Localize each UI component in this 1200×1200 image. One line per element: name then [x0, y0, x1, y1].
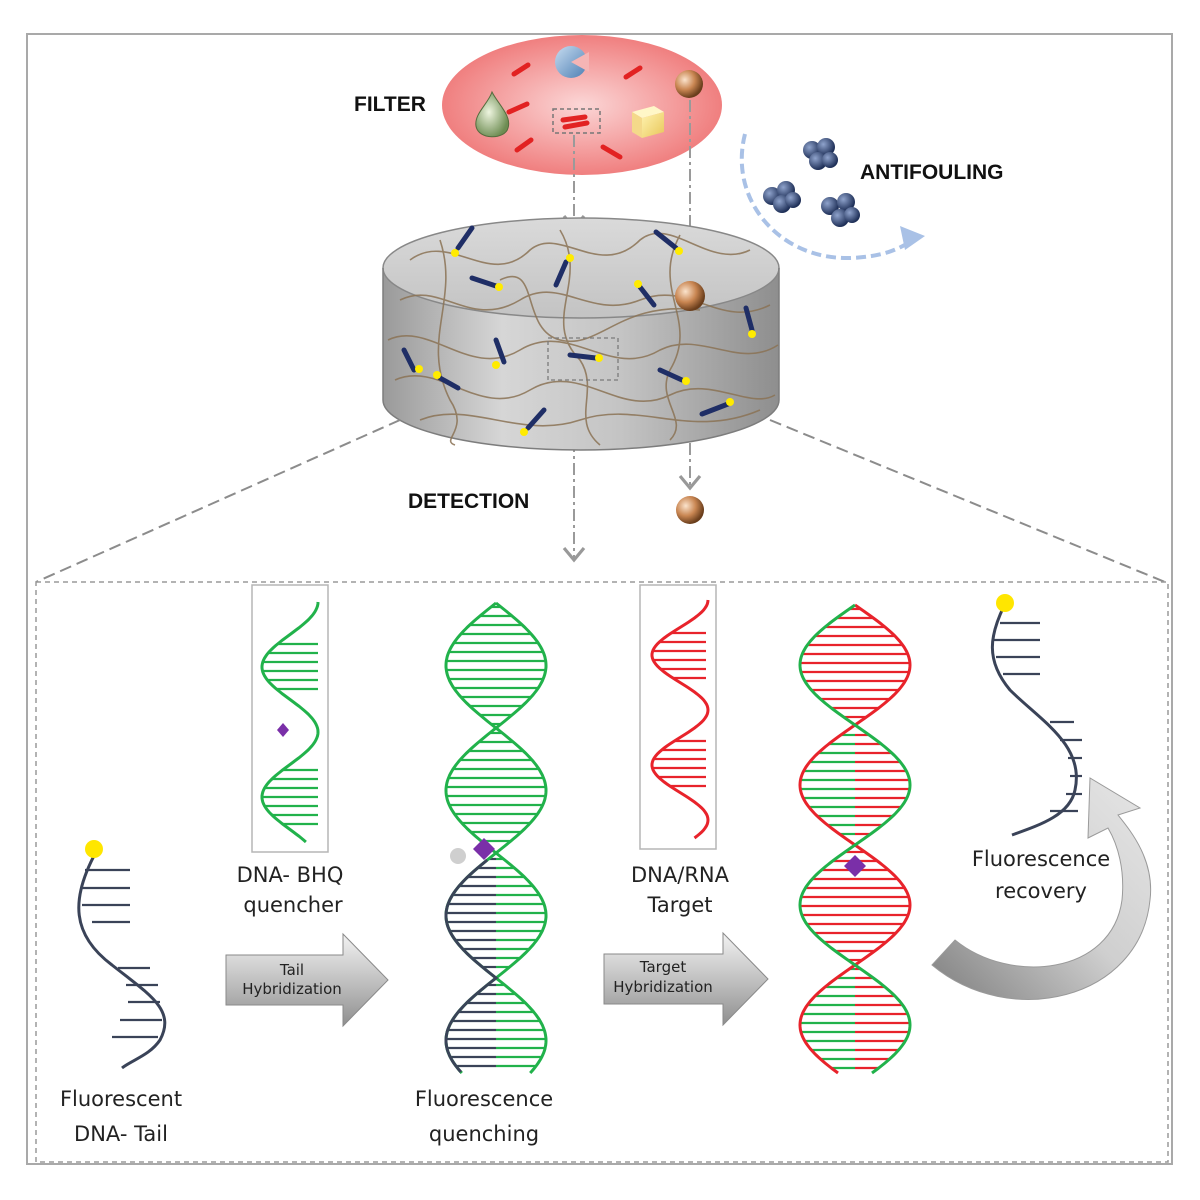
zoom-lines: [35, 419, 1166, 583]
tail-hybridization-arrow[interactable]: Tail Hybridization: [225, 932, 389, 1028]
target-strand: [650, 599, 710, 840]
filter-ellipse-group: [442, 35, 722, 175]
backbone: [260, 601, 320, 844]
target-label-1: DNA/RNA: [631, 863, 730, 887]
zoom-box: [552, 108, 601, 134]
immobilized-probes: [401, 225, 755, 431]
cluster-3: [821, 193, 860, 227]
backbone: [990, 605, 1078, 837]
recovered-dna-tail: [990, 605, 1082, 837]
filter-ellipse: [442, 35, 722, 175]
target-duplex: [798, 603, 912, 1075]
cylinder-bronze-ball: [675, 281, 705, 311]
helix-layer: [77, 599, 1082, 1075]
bhq-label-2: quencher: [243, 893, 343, 917]
target-label-2: Target: [647, 893, 713, 917]
tail-arrow-label-1: Tail: [279, 961, 304, 979]
antifouling-clusters: [763, 138, 860, 227]
recovery-curved-arrow: [931, 777, 1152, 1000]
target-hybridization-arrow[interactable]: Target Hybridization: [603, 931, 769, 1027]
quenched-fluorophore: [450, 848, 466, 864]
bronze-ball-icon: [675, 70, 703, 98]
quenching-quencher-marker: [473, 838, 495, 860]
quenched-duplex: [444, 601, 548, 1075]
hydrogel-cylinder: [382, 217, 780, 451]
target-quencher-marker: [844, 855, 866, 877]
fluorescent-tail-label-2: DNA- Tail: [74, 1122, 168, 1146]
contaminant-rods: [506, 62, 643, 160]
antifouling-label: ANTIFOULING: [860, 161, 1003, 184]
target-arrow-label-1: Target: [639, 958, 687, 976]
recovered-fluorophore: [996, 594, 1014, 612]
target-box: [639, 584, 717, 850]
filter-label: FILTER: [354, 93, 426, 116]
strand-a: [798, 603, 912, 1075]
cylinder-zoom-box: [547, 337, 619, 381]
recovery-label-1: Fluorescence: [972, 847, 1110, 871]
tail-fluorophore: [85, 840, 103, 858]
backbone: [77, 851, 167, 1070]
strand-b: [444, 601, 548, 1075]
bhq-quencher-strand: [260, 601, 320, 844]
bhq-quencher-marker: [277, 723, 289, 737]
tail-strand-overlay: [444, 858, 499, 1074]
backbone: [650, 599, 710, 840]
pacman-particle-icon: [555, 46, 589, 78]
filtered-bronze-ball: [676, 496, 704, 524]
droplet-icon: [475, 90, 510, 138]
tail-arrow-label-2: Hybridization: [242, 980, 342, 998]
cluster-2: [763, 181, 801, 213]
detection-panel: [35, 581, 1169, 1163]
bhq-label-1: DNA- BHQ: [237, 863, 344, 887]
fluorescent-dna-tail: [77, 851, 167, 1070]
strand-b: [798, 603, 912, 1075]
bhq-quencher-box: [251, 584, 329, 853]
outer-frame: [26, 33, 1173, 1165]
quenching-label-1: Fluorescence: [415, 1087, 553, 1111]
fluorophore-dots: [415, 247, 756, 436]
cluster-1: [803, 138, 838, 170]
detection-label: DETECTION: [408, 490, 529, 513]
recovery-label-2: recovery: [995, 879, 1087, 903]
antifouling-arrow: [739, 133, 925, 261]
fluorescent-tail-label-1: Fluorescent: [60, 1087, 182, 1111]
target-arrow-label-2: Hybridization: [613, 978, 713, 996]
cube-icon: [632, 106, 664, 138]
quenching-label-2: quenching: [429, 1122, 539, 1146]
